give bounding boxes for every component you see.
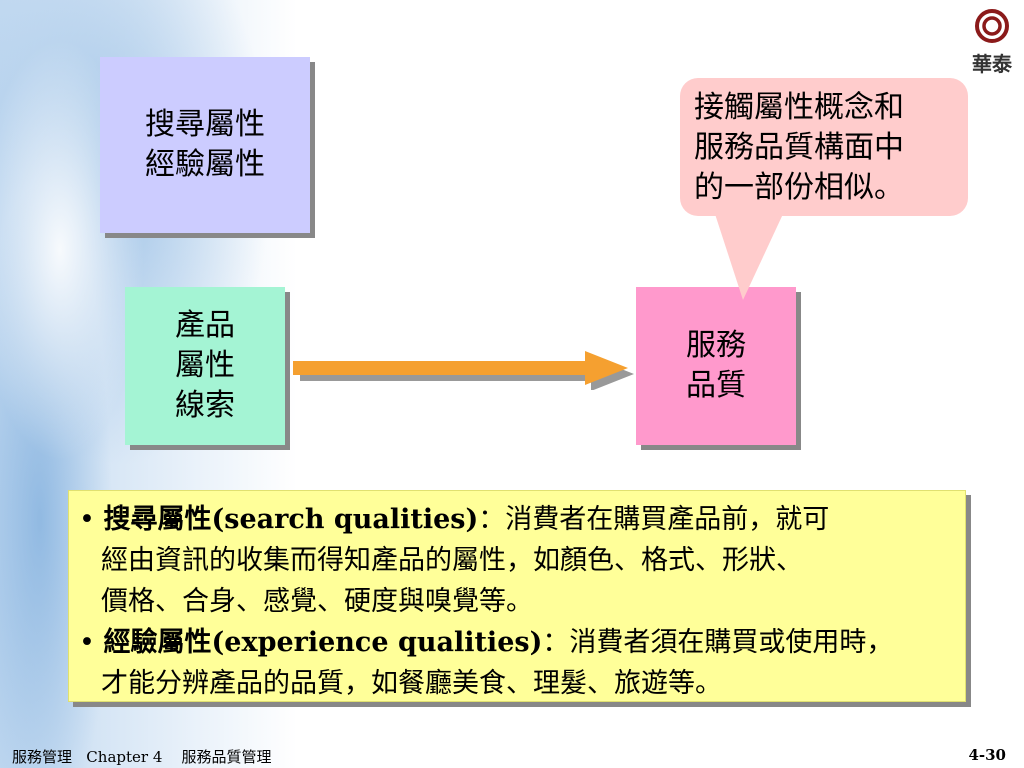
product-attribute-cues-box: 產品屬性線索 (125, 287, 285, 445)
right-arrow-icon (293, 351, 634, 390)
page-number: 4-30 (968, 746, 1006, 764)
bullet-text: 價格、合身、感覺、硬度與嗅覺等。 (101, 586, 533, 617)
bullet-dot: • (79, 627, 95, 658)
bullet-text: 經由資訊的收集而得知產品的屬性，如顏色、格式、形狀、 (101, 545, 803, 576)
bullet-heading: 搜尋屬性(search qualities) (103, 504, 479, 535)
logo-circle-icon (975, 9, 1009, 43)
callout-line: 接觸屬性概念和 (694, 90, 904, 125)
callout-bubble: 接觸屬性概念和 服務品質構面中 的一部份相似。 (680, 78, 968, 216)
bullet-search: • 搜尋屬性(search qualities)：消費者在購買產品前，就可 (79, 499, 955, 540)
box-line: 品質 (686, 368, 746, 403)
service-quality-box: 服務品質 (636, 287, 796, 445)
callout-line: 的一部份相似。 (694, 170, 904, 205)
definitions-textbox: • 搜尋屬性(search qualities)：消費者在購買產品前，就可 經由… (68, 490, 966, 702)
callout-line: 服務品質構面中 (694, 130, 904, 165)
box-line: 產品 (175, 308, 235, 343)
bullet-experience: • 經驗屬性(experience qualities)：消費者須在購買或使用時… (79, 622, 955, 663)
box-line: 屬性 (175, 348, 235, 383)
bullet-dot: • (79, 504, 95, 535)
bullet-text: ：消費者須在購買或使用時， (542, 627, 894, 658)
logo-text: 華泰 (972, 52, 1012, 76)
search-experience-attributes-box: 搜尋屬性經驗屬性 (100, 57, 310, 233)
publisher-logo: 華泰 (962, 8, 1022, 77)
box-line: 服務 (686, 328, 746, 363)
footer-chapter: 服務管理 Chapter 4 服務品質管理 (12, 748, 272, 766)
bullet-text: ：消費者在購買產品前，就可 (478, 504, 830, 535)
bullet-heading: 經驗屬性(experience qualities) (103, 627, 543, 658)
box-line: 經驗屬性 (145, 147, 265, 182)
box-line: 線索 (175, 388, 235, 423)
box-line: 搜尋屬性 (145, 107, 265, 142)
bullet-text: 才能分辨產品的品質，如餐廳美食、理髮、旅遊等。 (101, 668, 722, 699)
callout-tail (715, 214, 783, 300)
